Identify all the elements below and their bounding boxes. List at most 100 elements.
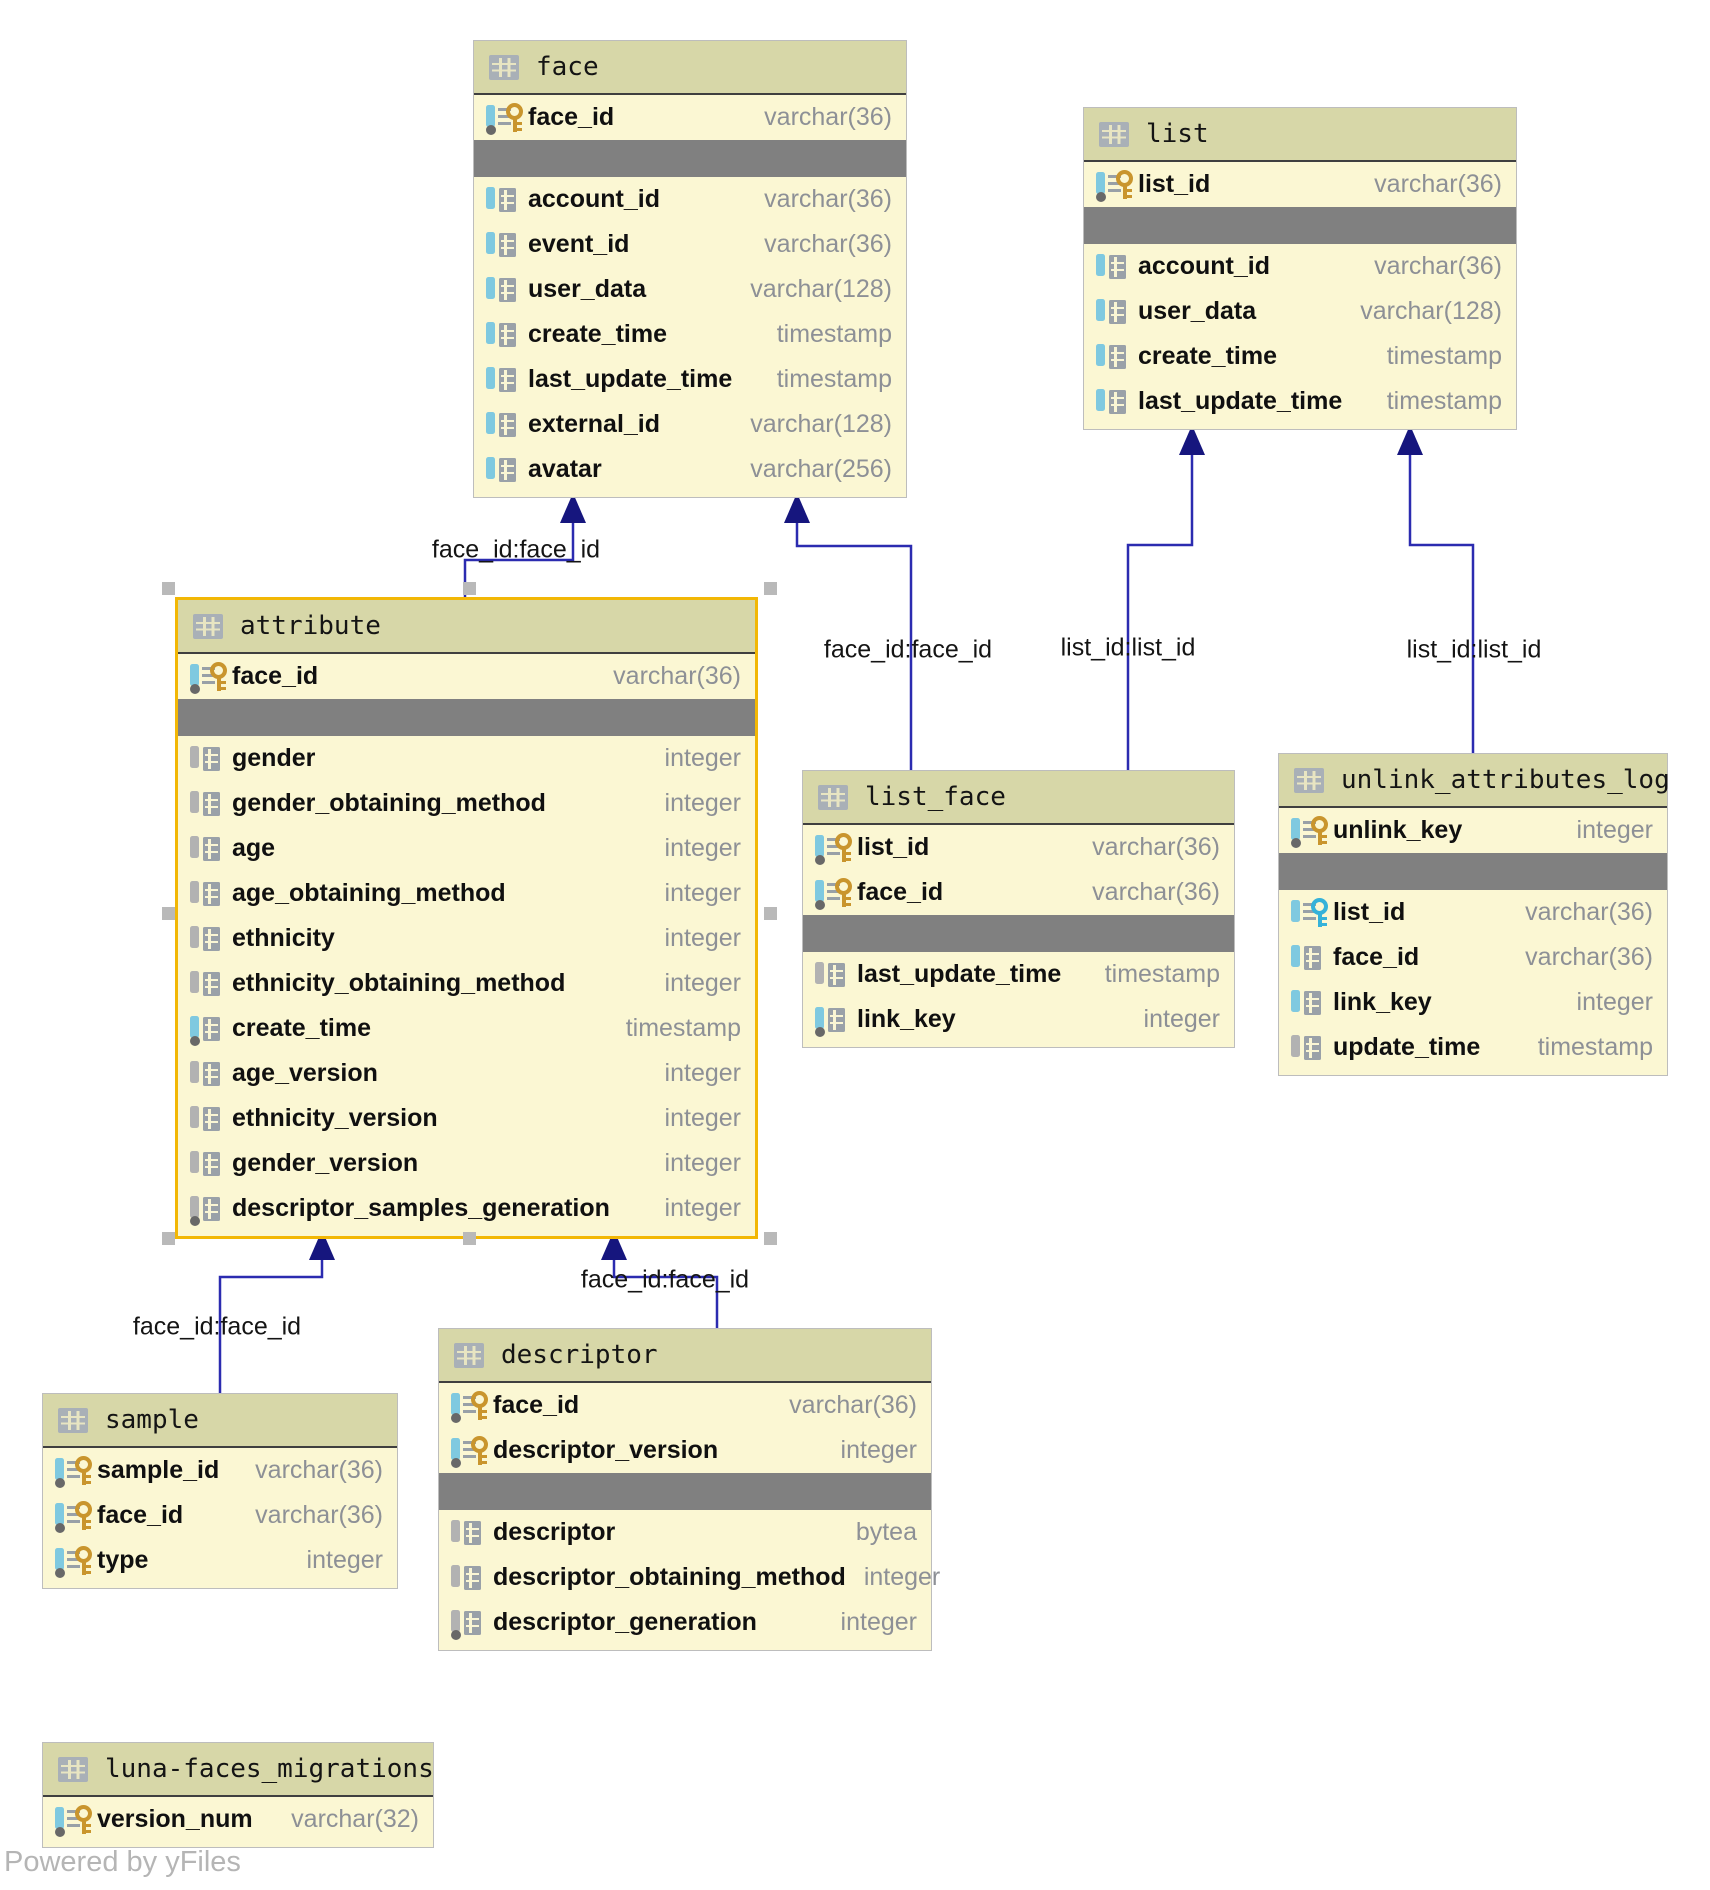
column-row[interactable]: list_id varchar(36): [1084, 162, 1516, 207]
column-row[interactable]: sample_id varchar(36): [43, 1448, 397, 1493]
column-name: event_id: [528, 230, 630, 258]
column-row[interactable]: face_id varchar(36): [178, 654, 755, 699]
primary-key-icon: [188, 660, 227, 694]
column-row[interactable]: face_id varchar(36): [474, 95, 906, 140]
selection-handle[interactable]: [463, 582, 476, 595]
column-row[interactable]: event_id varchar(36): [474, 222, 906, 267]
table-face[interactable]: face face_id varchar(36) account_id varc…: [473, 40, 907, 498]
column-icon: [188, 922, 226, 956]
table-unlink-attributes-log[interactable]: unlink_attributes_log unlink_key integer…: [1278, 753, 1670, 1076]
column-row[interactable]: age_version integer: [178, 1051, 755, 1096]
table-attribute[interactable]: attribute face_id varchar(36) gender int…: [175, 597, 758, 1239]
column-row[interactable]: face_id varchar(36): [439, 1383, 931, 1428]
column-row[interactable]: face_id varchar(36): [43, 1493, 397, 1538]
column-row[interactable]: age integer: [178, 826, 755, 871]
column-type: integer: [1143, 1005, 1220, 1033]
column-name: last_update_time: [1138, 387, 1343, 415]
column-icon: [484, 408, 522, 442]
column-row[interactable]: avatar varchar(256): [474, 447, 906, 492]
table-header[interactable]: attribute: [178, 600, 755, 654]
table-header[interactable]: list_face: [803, 771, 1234, 825]
table-list[interactable]: list list_id varchar(36) account_id varc…: [1083, 107, 1517, 430]
column-row[interactable]: face_id varchar(36): [1279, 935, 1667, 980]
column-type: integer: [664, 1104, 741, 1132]
relation-attribute-face[interactable]: [463, 493, 586, 597]
column-type: integer: [664, 924, 741, 952]
column-row[interactable]: gender_version integer: [178, 1141, 755, 1186]
relation-unlink-list[interactable]: [1397, 425, 1475, 753]
selection-handle[interactable]: [162, 907, 175, 920]
column-type: integer: [664, 744, 741, 772]
column-name: list_id: [1138, 170, 1211, 198]
column-row[interactable]: gender integer: [178, 736, 755, 781]
selection-handle[interactable]: [764, 907, 777, 920]
column-row[interactable]: list_id varchar(36): [803, 825, 1234, 870]
column-type: timestamp: [1537, 1033, 1653, 1061]
column-row[interactable]: list_id varchar(36): [1279, 890, 1667, 935]
table-header[interactable]: face: [474, 41, 906, 95]
column-row[interactable]: update_time timestamp: [1279, 1025, 1667, 1070]
column-name: ethnicity_version: [232, 1104, 438, 1132]
column-row[interactable]: descriptor_version integer: [439, 1428, 931, 1473]
column-row[interactable]: user_data varchar(128): [1084, 289, 1516, 334]
column-row[interactable]: face_id varchar(36): [803, 870, 1234, 915]
column-row[interactable]: link_key integer: [803, 997, 1234, 1042]
column-type: timestamp: [1104, 960, 1220, 988]
relation-listface-list[interactable]: [1126, 425, 1205, 770]
column-row[interactable]: ethnicity_obtaining_method integer: [178, 961, 755, 1006]
table-name: attribute: [240, 611, 381, 641]
column-type: integer: [664, 1149, 741, 1177]
column-name: gender_version: [232, 1149, 419, 1177]
relation-sample-attribute[interactable]: [218, 1230, 335, 1393]
column-name: unlink_key: [1333, 816, 1463, 844]
column-row[interactable]: descriptor_obtaining_method integer: [439, 1555, 940, 1600]
column-row[interactable]: type integer: [43, 1538, 397, 1583]
column-row[interactable]: last_update_time timestamp: [474, 357, 906, 402]
primary-key-icon: [449, 1389, 488, 1423]
column-icon: [188, 1147, 226, 1181]
column-row[interactable]: unlink_key integer: [1279, 808, 1667, 853]
primary-key-icon: [53, 1454, 92, 1488]
column-row[interactable]: account_id varchar(36): [1084, 244, 1516, 289]
column-row[interactable]: create_time timestamp: [474, 312, 906, 357]
column-icon: [813, 958, 851, 992]
table-luna-faces-migrations[interactable]: luna-faces_migrations version_num varcha…: [42, 1742, 434, 1848]
column-row[interactable]: last_update_time timestamp: [1084, 379, 1516, 424]
column-row[interactable]: age_obtaining_method integer: [178, 871, 755, 916]
selection-handle[interactable]: [162, 582, 175, 595]
table-sample[interactable]: sample sample_id varchar(36) face_id var…: [42, 1393, 398, 1589]
column-type: varchar(36): [1092, 833, 1220, 861]
selection-handle[interactable]: [162, 1232, 175, 1245]
column-type: timestamp: [1386, 387, 1502, 415]
column-row[interactable]: ethnicity_version integer: [178, 1096, 755, 1141]
column-row[interactable]: gender_obtaining_method integer: [178, 781, 755, 826]
relation-descriptor-attribute[interactable]: [601, 1230, 719, 1328]
relation-listface-face[interactable]: [784, 493, 913, 770]
column-name: face_id: [97, 1501, 184, 1529]
column-row[interactable]: ethnicity integer: [178, 916, 755, 961]
column-row[interactable]: version_num varchar(32): [43, 1797, 433, 1842]
column-row[interactable]: external_id varchar(128): [474, 402, 906, 447]
table-header[interactable]: sample: [43, 1394, 397, 1448]
powered-by-yfiles-label: Powered by yFiles: [4, 1846, 241, 1878]
column-row[interactable]: create_time timestamp: [1084, 334, 1516, 379]
column-icon: [484, 318, 522, 352]
column-type: varchar(128): [750, 275, 892, 303]
selection-handle[interactable]: [764, 582, 777, 595]
table-header[interactable]: luna-faces_migrations: [43, 1743, 434, 1797]
selection-handle[interactable]: [463, 1232, 476, 1245]
table-header[interactable]: list: [1084, 108, 1516, 162]
table-list-face[interactable]: list_face list_id varchar(36) face_id va…: [802, 770, 1235, 1048]
column-row[interactable]: descriptor_generation integer: [439, 1600, 931, 1645]
column-row[interactable]: last_update_time timestamp: [803, 952, 1234, 997]
table-header[interactable]: unlink_attributes_log: [1279, 754, 1670, 808]
column-row[interactable]: account_id varchar(36): [474, 177, 906, 222]
table-descriptor[interactable]: descriptor face_id varchar(36) descripto…: [438, 1328, 940, 1651]
selection-handle[interactable]: [764, 1232, 777, 1245]
column-row[interactable]: link_key integer: [1279, 980, 1667, 1025]
column-row[interactable]: descriptor_samples_generation integer: [178, 1186, 755, 1231]
table-header[interactable]: descriptor: [439, 1329, 931, 1383]
column-row[interactable]: create_time timestamp: [178, 1006, 755, 1051]
column-row[interactable]: descriptor bytea: [439, 1510, 931, 1555]
column-row[interactable]: user_data varchar(128): [474, 267, 906, 312]
